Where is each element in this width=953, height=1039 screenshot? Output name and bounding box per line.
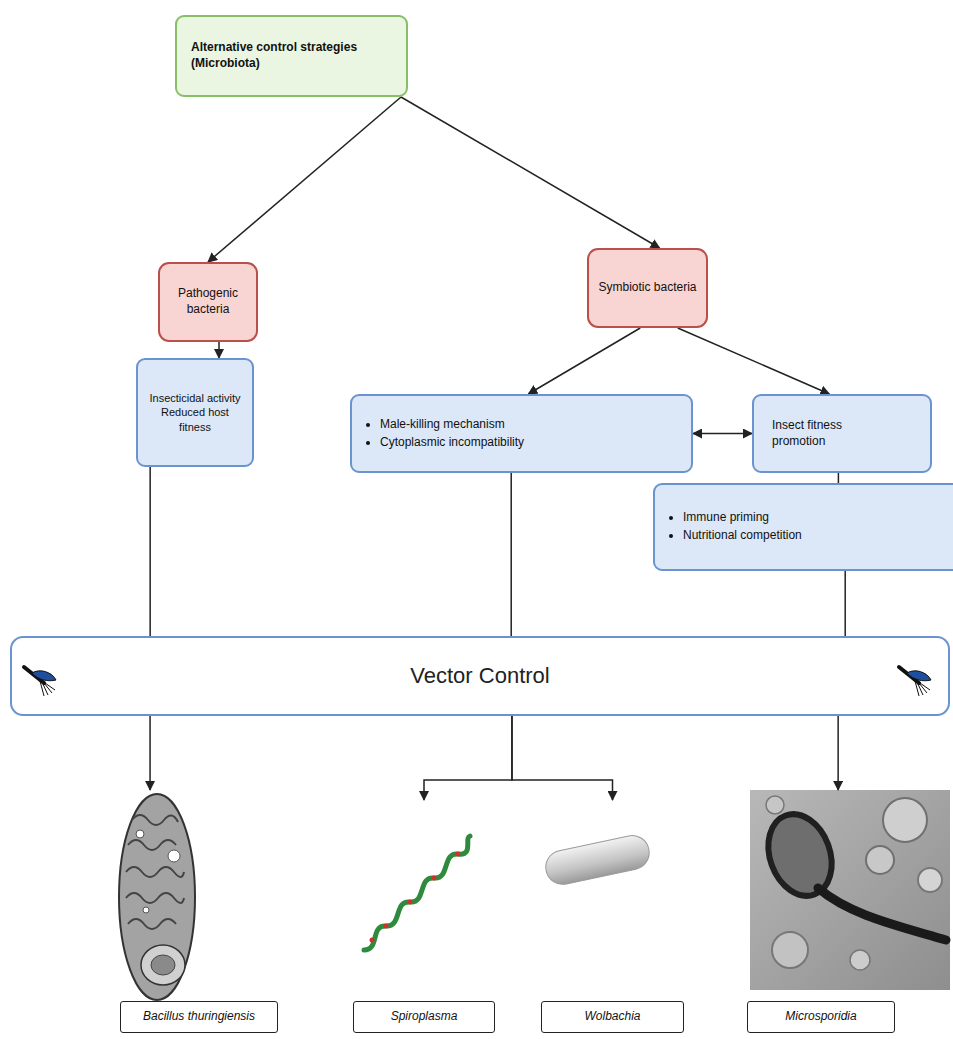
connector [693, 433, 752, 435]
text-group: Pathogenic bacteria [166, 286, 250, 317]
label-frame: Wolbachia [541, 1001, 684, 1033]
bullet-text: Male-killing mechanism [380, 417, 505, 433]
bacillus-cell [119, 794, 195, 1000]
text-group: Insect fitness promotion [772, 418, 880, 449]
organism-name: Wolbachia [546, 1009, 679, 1025]
bullet-text: Cytoplasmic incompatibility [380, 435, 524, 451]
effect-box: Male-killing mechanismCytoplasmic incomp… [350, 394, 693, 473]
mechanism-box: Immune primingNutritional competition [653, 483, 953, 571]
connector [510, 473, 512, 636]
label-frame: Microsporidia [747, 1001, 895, 1033]
effect-box: Insecticidal activityReduced host fitnes… [136, 358, 254, 467]
effect-box: Insect fitness promotion [752, 394, 932, 473]
bullet-text: Immune priming [683, 510, 769, 526]
label-frame: Bacillus thuringiensis [120, 1001, 278, 1033]
root-box: Alternative control strategies (Microbio… [175, 15, 408, 97]
connector [401, 97, 660, 248]
connector [528, 328, 640, 394]
text-group: Immune primingNutritional competition [669, 508, 947, 545]
microsporidia-micrograph [750, 790, 950, 990]
bullet-dot [669, 516, 673, 520]
organism-name: Spiroplasma [358, 1009, 490, 1025]
spiroplasma-cell [364, 836, 470, 950]
text-group: Male-killing mechanismCytoplasmic incomp… [366, 415, 677, 452]
text-group: Vector Control [82, 662, 878, 691]
text-group: Insecticidal activityReduced host fitnes… [144, 391, 246, 434]
organism-label: Bacillus thuringiensis [115, 790, 285, 1036]
connector [844, 571, 846, 636]
mosquito-icon [899, 667, 931, 696]
connector [149, 716, 151, 790]
bullet-dot [366, 423, 370, 427]
connector [149, 467, 151, 636]
text-group: Symbiotic bacteria [595, 280, 700, 296]
bullet-row: Male-killing mechanism [366, 417, 677, 433]
organism-name: Microsporidia [752, 1009, 890, 1025]
bullet-row: Immune priming [669, 510, 947, 526]
bullet-dot [366, 441, 370, 445]
bullet-text: Nutritional competition [683, 528, 802, 544]
organism-label: Wolbachia [538, 800, 687, 1036]
connector [512, 716, 613, 800]
box-text: Pathogenic bacteria [166, 286, 250, 317]
box-text: Reduced host fitness [144, 405, 246, 434]
organism-label: Microsporidia [745, 790, 951, 1036]
organism-name: Bacillus thuringiensis [125, 1009, 273, 1025]
vector-control-band: Vector Control [10, 636, 950, 716]
connector [218, 342, 220, 358]
connector [424, 716, 512, 800]
category-box: Pathogenic bacteria [158, 262, 258, 342]
box-text: Symbiotic bacteria [595, 280, 700, 296]
text-group: Alternative control strategies (Microbio… [191, 40, 392, 71]
category-box: Symbiotic bacteria [587, 248, 708, 328]
box-text: Vector Control [82, 662, 878, 691]
connector [837, 716, 839, 790]
bullet-row: Cytoplasmic incompatibility [366, 435, 677, 451]
connector [678, 328, 830, 394]
connector [208, 97, 401, 262]
connector [838, 473, 840, 483]
bullet-row: Nutritional competition [669, 528, 947, 544]
box-text: Insect fitness promotion [772, 418, 880, 449]
box-text: Insecticidal activity [144, 391, 246, 405]
wolbachia-cell [543, 832, 653, 887]
bullet-dot [669, 534, 673, 538]
box-text: Alternative control strategies (Microbio… [191, 40, 392, 71]
mosquito-icon [24, 667, 56, 696]
organism-label: Spiroplasma [350, 800, 498, 1036]
label-frame: Spiroplasma [353, 1001, 495, 1033]
